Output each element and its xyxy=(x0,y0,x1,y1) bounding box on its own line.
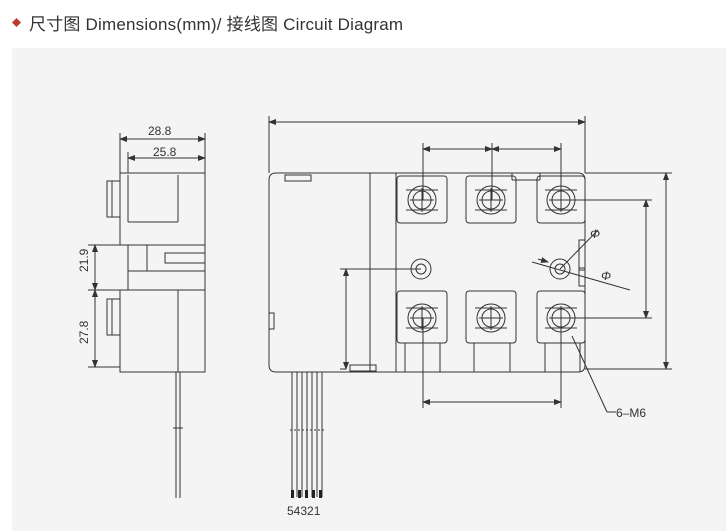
screw-icon xyxy=(545,303,577,333)
pin-numbers-label: 54321 xyxy=(287,504,321,518)
screw-icon xyxy=(475,303,507,333)
screw-icon xyxy=(406,185,438,215)
side-view xyxy=(88,133,206,498)
dim-upper-height: 21.9 xyxy=(77,248,91,272)
diameter-symbol-upper: Φ xyxy=(590,227,600,241)
terminal-screws xyxy=(406,185,577,333)
diamond-bullet-icon xyxy=(12,17,21,27)
front-view xyxy=(268,116,672,413)
screw-icon xyxy=(545,185,577,215)
screw-icon xyxy=(406,303,438,333)
dim-overall-depth: 28.8 xyxy=(148,124,172,138)
pin-cable xyxy=(290,372,324,497)
pin-ends xyxy=(291,490,322,498)
diameter-symbol-lower: Φ xyxy=(601,269,611,283)
terminal-thread-label: 6–M6 xyxy=(616,406,646,420)
dim-lower-height: 27.8 xyxy=(77,320,91,344)
dim-body-depth: 25.8 xyxy=(153,145,177,159)
section-title: 尺寸图 Dimensions(mm)/ 接线图 Circuit Diagram xyxy=(29,14,404,34)
screw-icon xyxy=(475,185,507,215)
section-header: 尺寸图 Dimensions(mm)/ 接线图 Circuit Diagram xyxy=(12,9,403,35)
